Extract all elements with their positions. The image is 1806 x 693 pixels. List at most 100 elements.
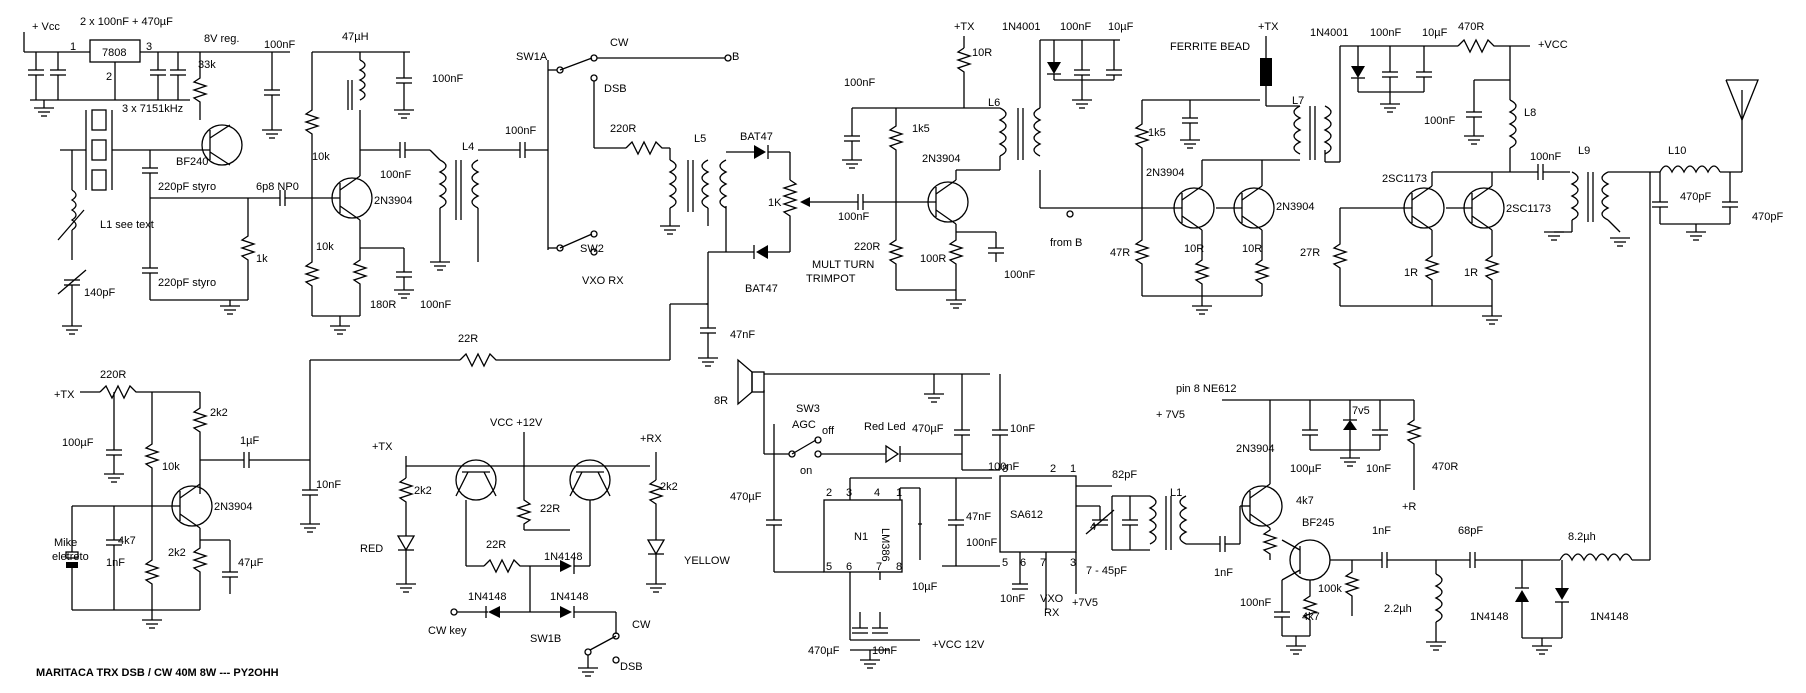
l10-label: L10	[1668, 145, 1686, 157]
c470a-pa-label: 470pF	[1680, 191, 1711, 203]
q-pd-label: 2N3904	[1146, 167, 1185, 179]
vxo-oscillator: 3 x 7151kHz 33k BF240 220pF styro 220pF …	[57, 52, 320, 335]
driver-tx-label: +TX	[954, 21, 975, 33]
lm386-pin8: 8	[896, 561, 902, 573]
r220-mic-label: 220R	[100, 369, 126, 381]
qa-pa-label: 2SC1173	[1382, 173, 1427, 185]
l4-label: L4	[462, 141, 474, 153]
r1a-label: 1R	[1404, 267, 1418, 279]
d2-rx-label: 1N4148	[1590, 611, 1629, 623]
c100-sw-label: 100nF	[505, 125, 536, 137]
r2k2-ctrl-a-label: 2k2	[414, 485, 432, 497]
l7-label: L7	[1292, 95, 1304, 107]
r470-rx-label: 470R	[1432, 461, 1458, 473]
c470b-audio-label: 470µF	[730, 491, 762, 503]
pot-1k-label: 1K	[768, 197, 782, 209]
l22u-label: 2.2µh	[1384, 603, 1412, 615]
c100-pd-label: 100nF	[1060, 21, 1091, 33]
c100b-pa-label: 100nF	[1424, 115, 1455, 127]
c140-label: 140pF	[84, 287, 115, 299]
speaker-icon	[751, 371, 765, 393]
mike-label-1: Mike	[54, 537, 77, 549]
d3-ctrl-label: 1N4148	[550, 591, 589, 603]
pin8-label: pin 8 NE612	[1176, 383, 1237, 395]
c100b-driver-label: 100nF	[1004, 269, 1035, 281]
r1k-label: 1k	[256, 253, 268, 265]
1n4001-a-label: 1N4001	[1002, 21, 1041, 33]
c1n-rx-a-label: 1nF	[1372, 525, 1391, 537]
power-amplifier: 1N4001 100nF 10µF 470R +VCC 100nF L8 100…	[1300, 21, 1783, 325]
c47u-mic-label: 47µF	[238, 557, 264, 569]
supply-caps-label: 2 x 100nF + 470µF	[80, 16, 173, 28]
r220-driver-label: 220R	[854, 241, 880, 253]
q2-label: 2N3904	[374, 195, 413, 207]
q-bf245	[1289, 539, 1331, 581]
driver-stage: +TX 10R 100nF 1k5 L6 2N3904 220R 100R 10…	[841, 21, 1042, 309]
predriver-stage: 1N4001 100nF 10µF +TX FERRITE BEAD L7 1k…	[1002, 21, 1340, 315]
r100-driver-label: 100R	[920, 253, 946, 265]
reg-pin3: 3	[146, 41, 152, 53]
sa612-pin4: 4	[1090, 521, 1096, 533]
reg-pin1: 1	[70, 41, 76, 53]
1n4001-b-label: 1N4001	[1310, 27, 1349, 39]
c47n-audio-label: 47nF	[966, 511, 991, 523]
v75-zener-label: 7v5	[1352, 405, 1370, 417]
sa612-pin5: 5	[1002, 557, 1008, 569]
yellow-led-label: YELLOW	[684, 555, 730, 567]
qb-pa-label: 2SC1173	[1506, 203, 1551, 215]
c100-pa-label: 100nF	[1370, 27, 1401, 39]
vxo-label: VXO	[1040, 593, 1064, 605]
page-title: MARITACA TRX DSB / CW 40M 8W --- PY2OHH	[36, 667, 279, 679]
c100n-rx-label: 100nF	[1240, 597, 1271, 609]
r10a-pd-label: 10R	[1184, 243, 1204, 255]
speaker-label: 8R	[714, 395, 728, 407]
r4k7-mic-label: 4k7	[118, 535, 136, 547]
mic-amplifier: +TX 220R 2k2 100µF 1µF 10k 10nF 2N3904 M…	[52, 369, 341, 629]
sw1b-dsb-label: DSB	[620, 661, 643, 673]
mode-switches: SW1A CW B DSB SW2 VXO RX 220R	[516, 37, 739, 287]
plus-r-label: +R	[1402, 501, 1416, 513]
lm386-pin3: 3	[846, 487, 852, 499]
sw-dsb-label: DSB	[604, 83, 627, 95]
sa612-pin6: 6	[1020, 557, 1026, 569]
d1-ctrl-label: 1N4148	[544, 551, 583, 563]
sw1b-cw-label: CW	[632, 619, 651, 631]
lm386-pin4: 4	[874, 487, 880, 499]
r22-ctrl-b-label: 22R	[486, 539, 506, 551]
c470b-pa-label: 470pF	[1752, 211, 1783, 223]
l47u-label: 47µH	[342, 31, 369, 43]
sw-b-label: B	[732, 51, 739, 63]
lm386-pin1: 1	[896, 487, 902, 499]
sa612-pin3: 3	[1070, 557, 1076, 569]
c10u-audio-label: 10µF	[912, 581, 938, 593]
r2k2-ctrl-b-label: 2k2	[660, 481, 678, 493]
sw3-on-label: on	[800, 465, 812, 477]
bat47-b-label: BAT47	[745, 283, 778, 295]
r27-label: 27R	[1300, 247, 1320, 259]
n1-label: N1	[854, 531, 868, 543]
reg-pin2: 2	[106, 71, 112, 83]
mult-turn-label: MULT TURN	[812, 259, 874, 271]
c10n-rx-label: 10nF	[1000, 593, 1025, 605]
l82u-label: 8.2µh	[1568, 531, 1596, 543]
r1k5-pd-label: 1k5	[1148, 127, 1166, 139]
bat47-a-label: BAT47	[740, 131, 773, 143]
tx-rx-control: VCC +12V +TX +RX 2k2 RED 22R 2k2 YELLOW …	[360, 417, 730, 677]
sw3-off-label: off	[822, 425, 835, 437]
c1u-mic-label: 1µF	[240, 435, 259, 447]
c100a-label: 100nF	[264, 39, 295, 51]
sa612-pin8: 8	[1002, 463, 1008, 475]
d1-rx-label: 1N4148	[1470, 611, 1509, 623]
vxo-rx-label: VXO RX	[582, 275, 624, 287]
sa612-pin2: 2	[1050, 463, 1056, 475]
v75-label: +7V5	[1072, 597, 1098, 609]
r180-label: 180R	[370, 299, 396, 311]
red-led-label: RED	[360, 543, 383, 555]
sa612-pin7: 7	[1040, 557, 1046, 569]
q-rx-label: 2N3904	[1236, 443, 1275, 455]
c470c-audio-label: 470µF	[808, 645, 840, 657]
c10n2-audio-label: 10nF	[872, 645, 897, 657]
audio-amplifier: 8R SW3 AGC off on Red Led 470µF 10nF 100…	[714, 358, 1035, 669]
c47n-label: 47nF	[730, 329, 755, 341]
